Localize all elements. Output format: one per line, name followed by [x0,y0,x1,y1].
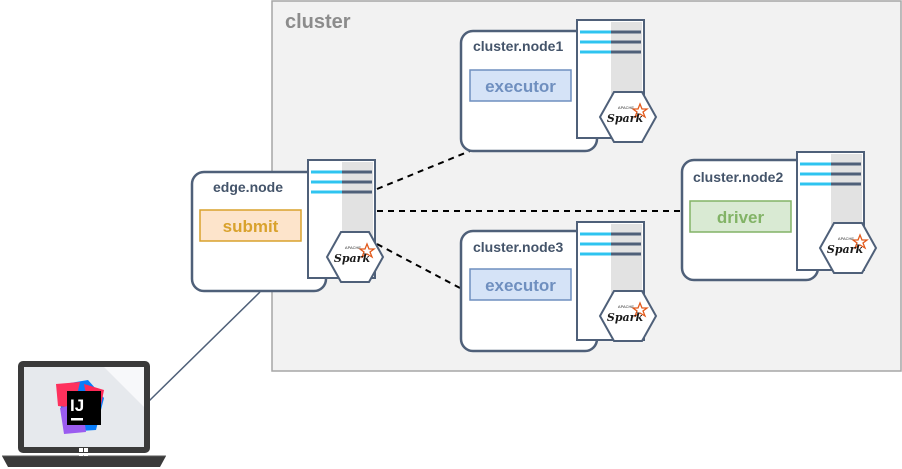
edge-node-spark-icon: APACHE Spark [326,231,384,283]
svg-text:APACHE: APACHE [838,236,854,241]
svg-text:IJ: IJ [70,396,84,415]
cluster-title: cluster [285,11,351,33]
edge-node[interactable]: edge.node submit APACHE Spark [190,158,384,293]
svg-text:APACHE: APACHE [618,304,634,309]
svg-text:Spark: Spark [607,311,644,324]
laptop-icon[interactable]: IJ [2,361,166,467]
node2-spark-icon: APACHE Spark [819,222,877,274]
node3-spark-icon: APACHE Spark [599,290,657,342]
submit-label: submit [223,217,279,236]
cluster-node1[interactable]: cluster.node1 executor APACHE Spark [459,18,657,153]
edge-node-title: edge.node [213,179,283,195]
intellij-idea-icon: IJ [56,380,104,434]
svg-text:Spark: Spark [334,252,371,265]
node2-title: cluster.node2 [693,169,783,185]
cluster-node2[interactable]: cluster.node2 driver APACHE Spark [680,150,877,282]
svg-text:APACHE: APACHE [345,245,361,250]
link-edge-node1 [376,150,471,190]
svg-text:Spark: Spark [827,243,864,256]
link-edge-node3 [376,243,461,289]
svg-text:APACHE: APACHE [618,105,634,110]
link-laptop-edge [148,291,261,402]
svg-text:Spark: Spark [607,112,644,125]
cluster-node3[interactable]: cluster.node3 executor APACHE Spark [459,220,657,353]
node1-spark-icon: APACHE Spark [599,91,657,143]
laptop-windows-icon [79,448,88,456]
node1-executor-label: executor [485,77,556,96]
connections [148,150,680,402]
driver-label: driver [717,208,765,227]
node3-executor-label: executor [485,276,556,295]
node1-title: cluster.node1 [473,38,563,54]
node3-title: cluster.node3 [473,239,563,255]
